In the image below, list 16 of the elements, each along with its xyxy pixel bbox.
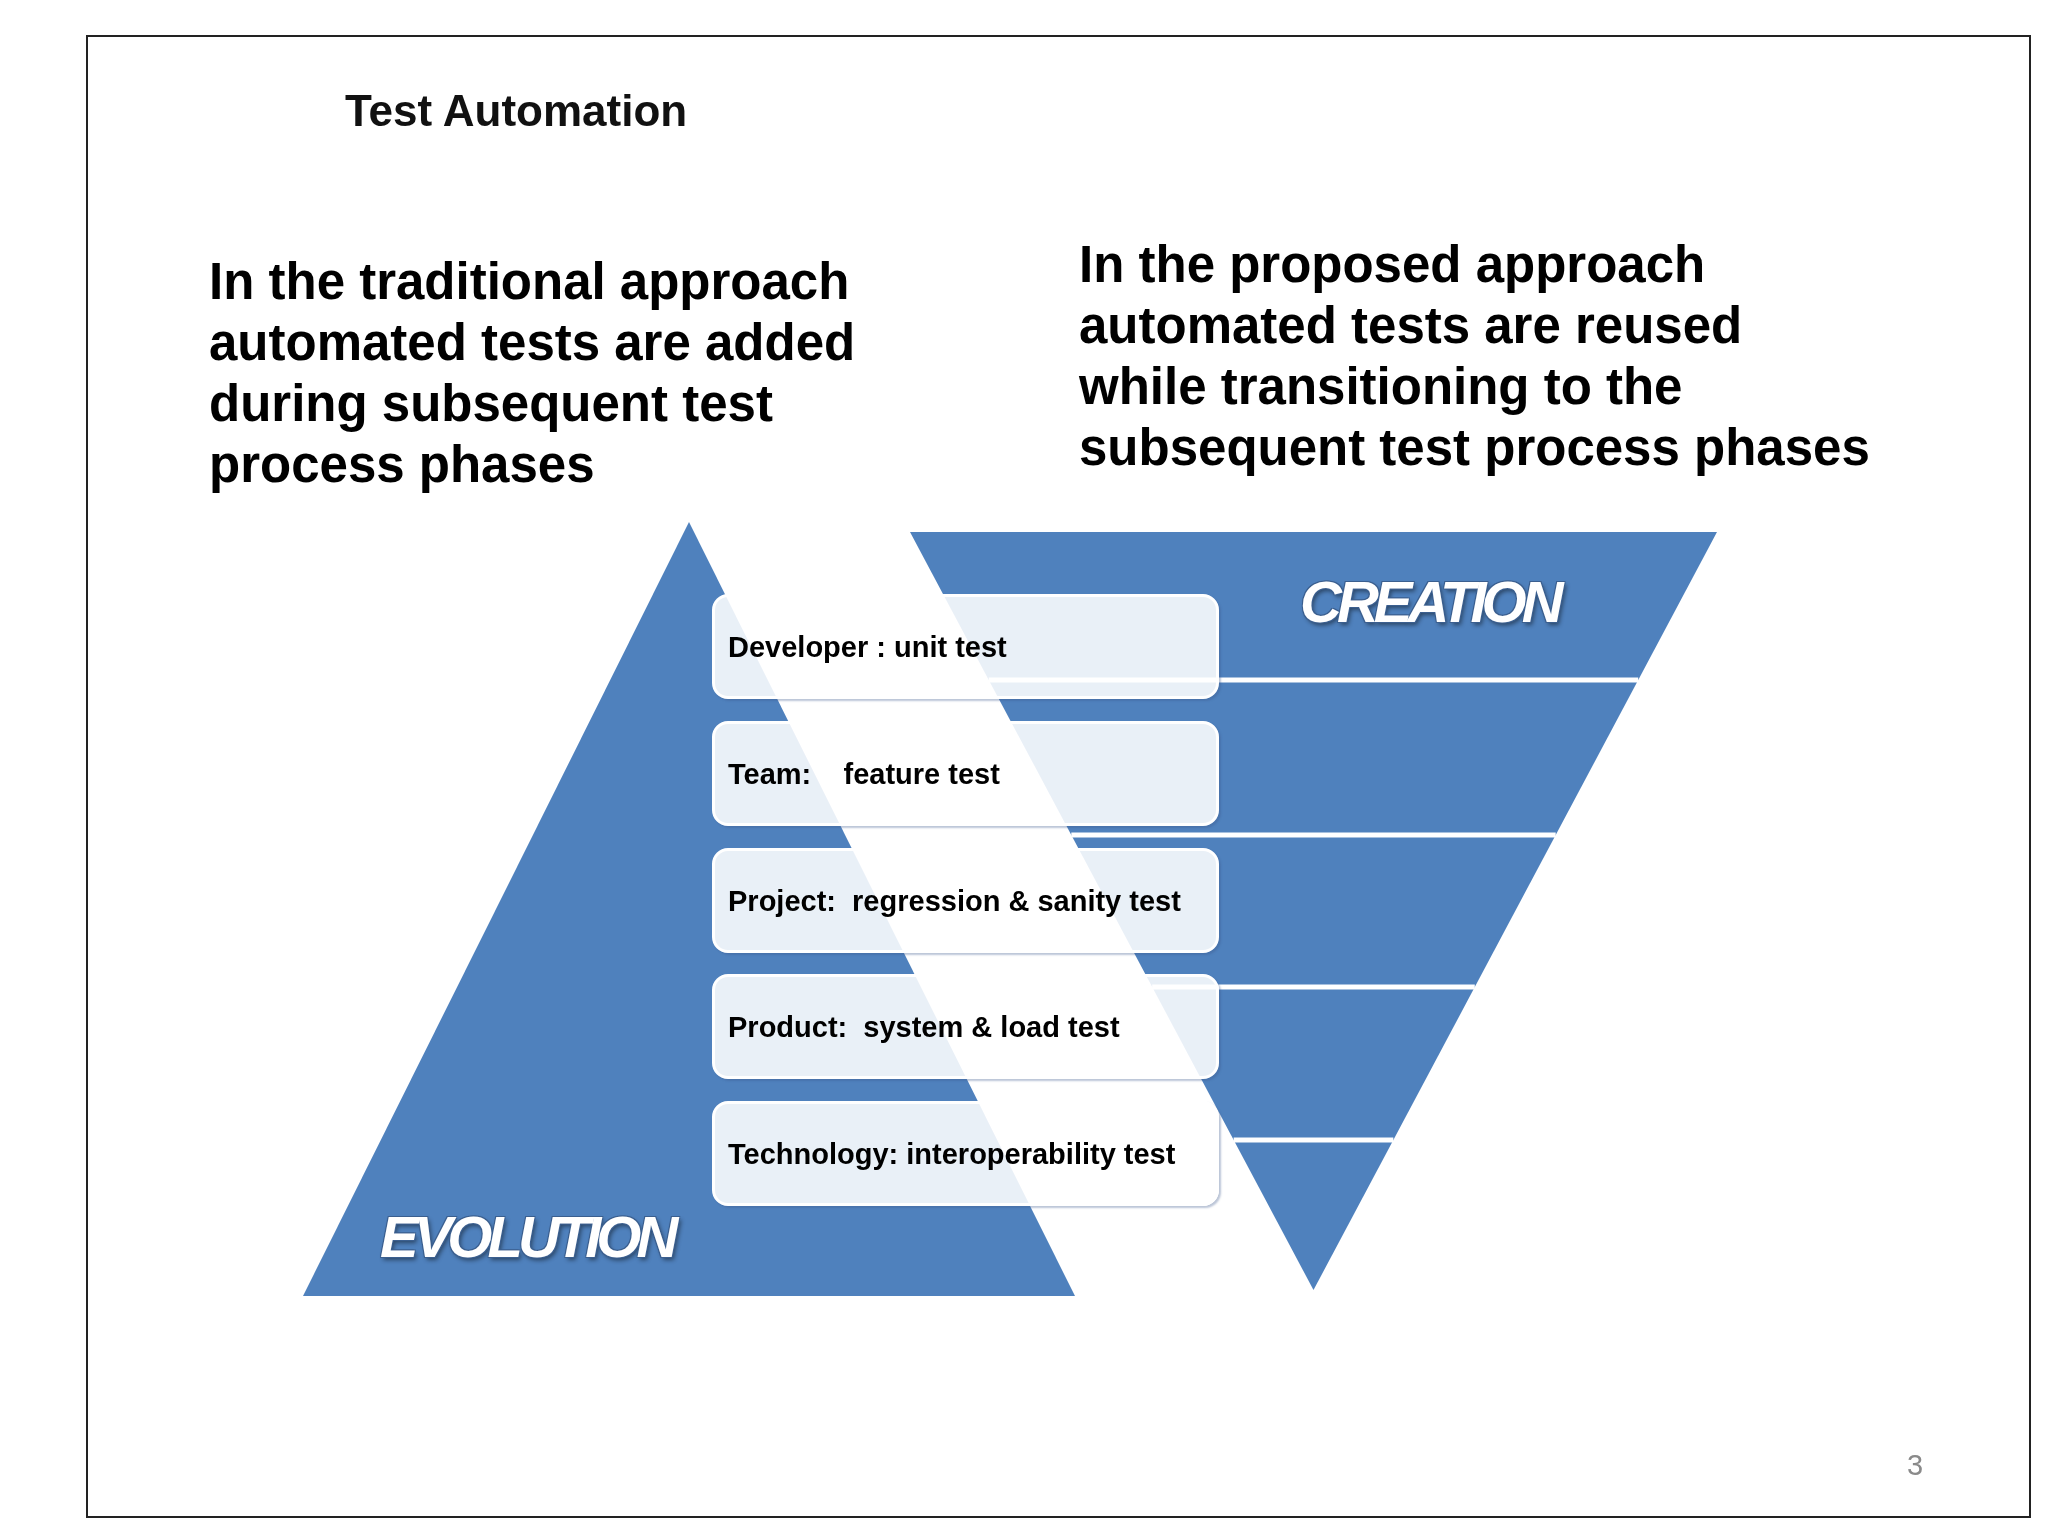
intro-paragraph: In the proposed approach automated tests are reused while transitioning to the subsequent test process phases [1079, 235, 1871, 478]
level-box [712, 974, 1219, 1079]
level-label: Technology: interoperability test [728, 1136, 1176, 1172]
level-label: Team: feature test [728, 756, 1000, 792]
level-box [712, 1101, 1219, 1206]
intro-paragraph: In the traditional approach automated tests are added during subsequent test process phases [209, 252, 857, 495]
triangle-label: EVOLUTION [380, 1204, 674, 1270]
level-label: Project: regression & sanity test [728, 883, 1181, 919]
level-box [712, 848, 1219, 953]
level-label: Product: system & load test [728, 1009, 1120, 1045]
level-box [712, 721, 1219, 826]
level-box [712, 594, 1219, 699]
triangle-label: CREATION [1300, 569, 1559, 635]
level-label: Developer : unit test [728, 629, 1007, 665]
slide-title: Test Automation [345, 85, 688, 137]
page-number: 3 [1907, 1448, 1925, 1482]
